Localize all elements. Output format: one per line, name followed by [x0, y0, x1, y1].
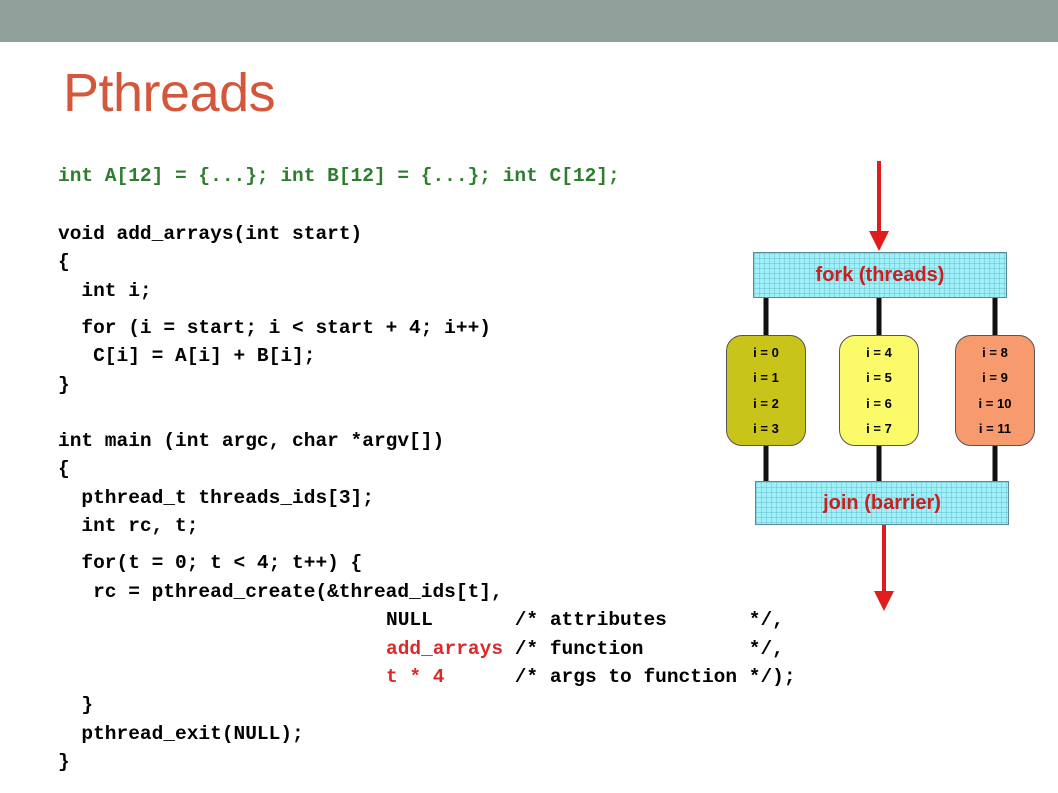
code-line-main-open-brace: {: [58, 458, 70, 480]
code-line-for-loop: for (i = start; i < start + 4; i++): [58, 317, 491, 339]
code-line-close-brace: }: [58, 374, 70, 396]
code-arg-null: NULL: [386, 609, 504, 631]
outgoing-arrow-head: [874, 591, 894, 611]
code-line-arg-null: NULL /* attributes */,: [386, 609, 784, 631]
thread-1-item-1: i = 1: [753, 370, 779, 386]
thread-2-item-3: i = 7: [866, 420, 892, 436]
thread-3-item-0: i = 8: [982, 345, 1008, 361]
code-arg-t-times-4: t * 4: [386, 666, 504, 688]
code-line-for-t: for(t = 0; t < 4; t++) {: [58, 552, 363, 574]
thread-1-item-0: i = 0: [753, 345, 779, 361]
thread-box-2: i = 4 i = 5 i = 6 i = 7: [839, 335, 919, 446]
fork-box: fork (threads): [753, 252, 1007, 298]
thread-3-item-3: i = 11: [978, 420, 1012, 436]
code-comment-attributes: /* attributes */,: [503, 609, 784, 631]
code-line-function-signature: void add_arrays(int start): [58, 223, 363, 245]
join-box: join (barrier): [755, 481, 1009, 525]
thread-2-item-1: i = 5: [866, 370, 892, 386]
code-line-arg-t4: t * 4 /* args to function */);: [386, 666, 796, 688]
code-comment-args: /* args to function */);: [503, 666, 796, 688]
thread-1-item-2: i = 2: [753, 395, 779, 411]
fork-join-diagram: fork (threads) i = 0 i = 1 i = 2 i = 3 i…: [720, 155, 1050, 625]
thread-3-item-1: i = 9: [982, 370, 1008, 386]
code-line-rc-t: int rc, t;: [58, 515, 199, 537]
thread-box-3: i = 8 i = 9 i = 10 i = 11: [955, 335, 1035, 446]
code-line-open-brace: {: [58, 251, 70, 273]
code-arg-add-arrays: add_arrays: [386, 638, 504, 660]
thread-2-item-2: i = 6: [866, 395, 892, 411]
code-comment-function: /* function */,: [503, 638, 784, 660]
thread-box-1: i = 0 i = 1 i = 2 i = 3: [726, 335, 806, 446]
code-line-assignment: C[i] = A[i] + B[i];: [58, 345, 316, 367]
code-line-arg-function: add_arrays /* function */,: [386, 638, 784, 660]
fork-label: fork (threads): [815, 263, 945, 286]
thread-2-item-0: i = 4: [866, 345, 892, 361]
code-line-pthread-create: rc = pthread_create(&thread_ids[t],: [58, 581, 503, 603]
code-line-decl-i: int i;: [58, 280, 152, 302]
thread-3-item-2: i = 10: [978, 395, 1012, 411]
thread-1-item-3: i = 3: [753, 420, 779, 436]
top-banner: [0, 0, 1058, 42]
diagram-connectors: [763, 161, 998, 611]
code-line-thread-ids: pthread_t threads_ids[3];: [58, 487, 374, 509]
join-label: join (barrier): [823, 491, 941, 514]
slide-title: Pthreads: [63, 63, 276, 123]
code-line-globals: int A[12] = {...}; int B[12] = {...}; in…: [58, 165, 620, 187]
incoming-arrow-head: [869, 231, 889, 251]
code-line-main-close-brace: }: [58, 751, 70, 773]
code-line-pthread-exit: pthread_exit(NULL);: [58, 723, 304, 745]
code-line-for-close: }: [58, 694, 94, 716]
code-line-main-signature: int main (int argc, char *argv[]): [58, 430, 445, 452]
